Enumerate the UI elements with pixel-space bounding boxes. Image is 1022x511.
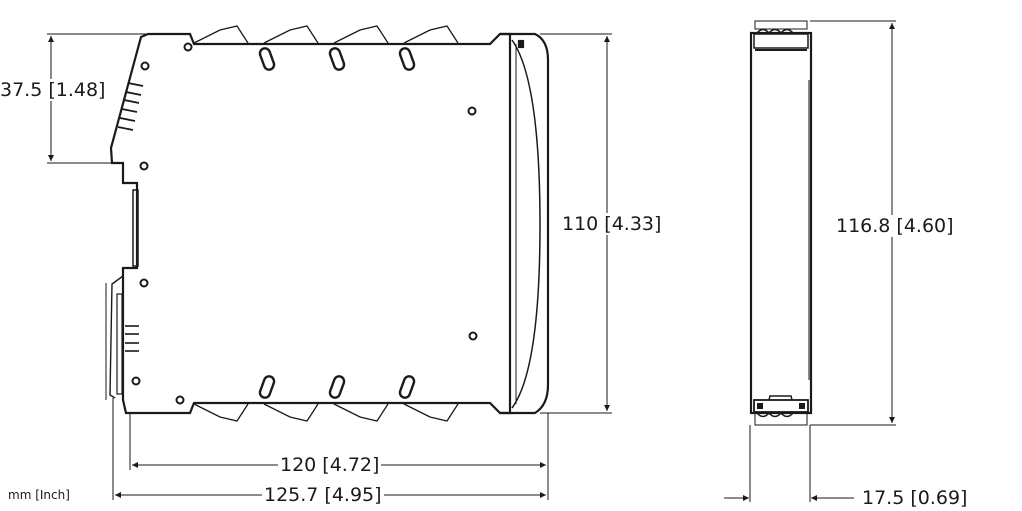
dim-overall-height: 116.8 [4.60] [834, 215, 956, 237]
dim-depth: 120 [4.72] [278, 454, 382, 476]
dim-overall-depth: 125.7 [4.95] [262, 484, 384, 506]
terminal-levers [193, 25, 459, 422]
dim-din-rail-offset: 37.5 [1.48] [0, 79, 106, 101]
terminal-slots [258, 47, 416, 399]
dim-width: 17.5 [0.69] [860, 487, 970, 509]
units-label: mm [Inch] [8, 488, 70, 502]
side-view [105, 25, 550, 422]
front-view [749, 20, 813, 426]
screw-holes [131, 42, 478, 405]
dim-height: 110 [4.33] [560, 213, 664, 235]
